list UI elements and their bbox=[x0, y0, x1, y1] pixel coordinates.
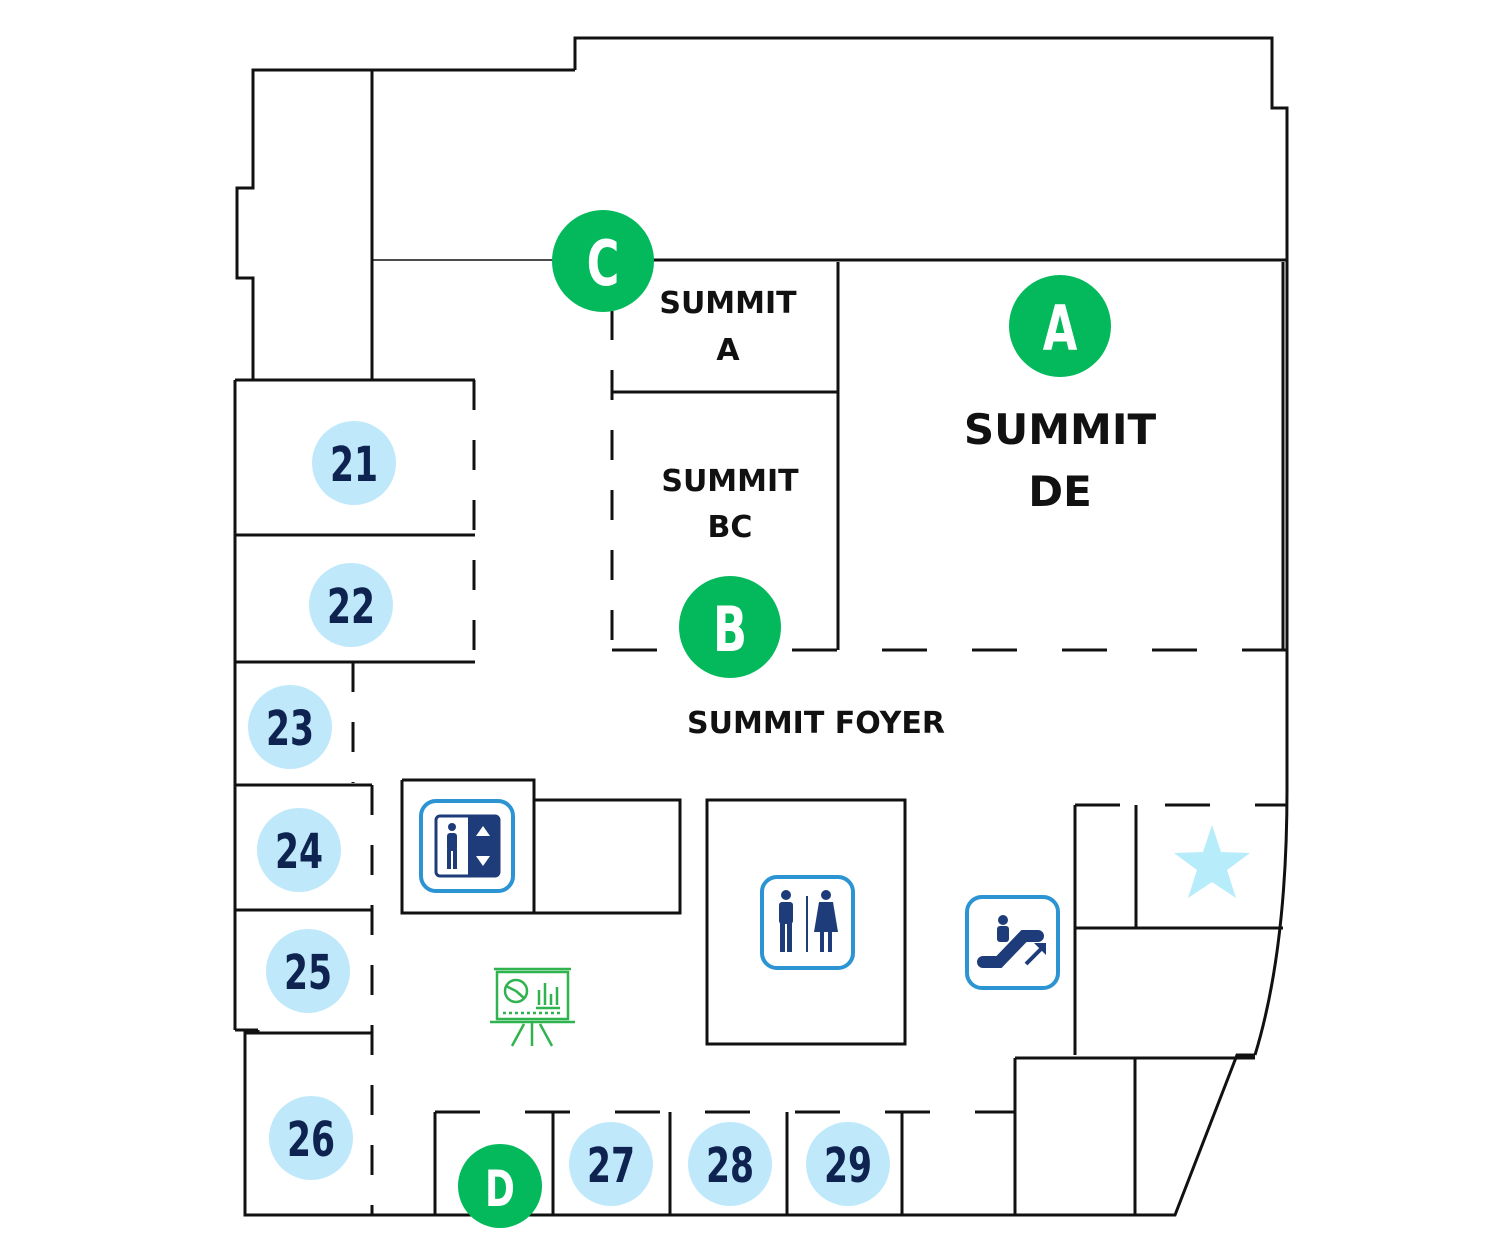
marker-c[interactable]: C bbox=[552, 210, 654, 312]
summit-de-label-line2: DE bbox=[1028, 467, 1092, 516]
booth-21-number: 21 bbox=[330, 438, 378, 493]
booth-21[interactable]: 21 bbox=[312, 421, 396, 505]
marker-a[interactable]: A bbox=[1009, 275, 1111, 377]
booth-23[interactable]: 23 bbox=[248, 685, 332, 769]
booth-29[interactable]: 29 bbox=[806, 1122, 890, 1206]
summit-de-label-line1: SUMMIT bbox=[964, 405, 1157, 454]
summit-bc-label-line2: BC bbox=[708, 510, 753, 545]
marker-a-letter: A bbox=[1043, 294, 1078, 366]
restroom-icon bbox=[760, 875, 855, 970]
booth-25-number: 25 bbox=[284, 946, 332, 1001]
booth-23-number: 23 bbox=[266, 702, 314, 757]
marker-b[interactable]: B bbox=[679, 576, 781, 678]
booth-28-number: 28 bbox=[706, 1139, 754, 1194]
summit-foyer-label: SUMMIT FOYER bbox=[687, 706, 945, 741]
marker-c-letter: C bbox=[587, 229, 620, 301]
booth-28[interactable]: 28 bbox=[688, 1122, 772, 1206]
star-icon bbox=[1174, 825, 1250, 898]
booth-29-number: 29 bbox=[824, 1139, 872, 1194]
elevator-icon bbox=[419, 799, 515, 893]
booth-22[interactable]: 22 bbox=[309, 563, 393, 647]
booth-24-number: 24 bbox=[275, 825, 323, 880]
escalator-icon bbox=[965, 895, 1060, 990]
marker-d[interactable]: D bbox=[458, 1144, 542, 1228]
booth-25[interactable]: 25 bbox=[266, 929, 350, 1013]
booth-26-number: 26 bbox=[287, 1113, 335, 1168]
summit-a-label-line2: A bbox=[716, 333, 740, 368]
booth-24[interactable]: 24 bbox=[257, 808, 341, 892]
booth-27[interactable]: 27 bbox=[569, 1122, 653, 1206]
booth-22-number: 22 bbox=[327, 580, 375, 635]
marker-d-letter: D bbox=[485, 1160, 515, 1219]
presentation-icon bbox=[490, 967, 575, 1047]
summit-bc-label-line1: SUMMIT bbox=[661, 464, 799, 499]
marker-b-letter: B bbox=[713, 595, 747, 667]
booth-26[interactable]: 26 bbox=[269, 1096, 353, 1180]
summit-a-label-line1: SUMMIT bbox=[659, 286, 797, 321]
booth-27-number: 27 bbox=[587, 1139, 635, 1194]
floor-walls bbox=[233, 36, 1289, 1217]
